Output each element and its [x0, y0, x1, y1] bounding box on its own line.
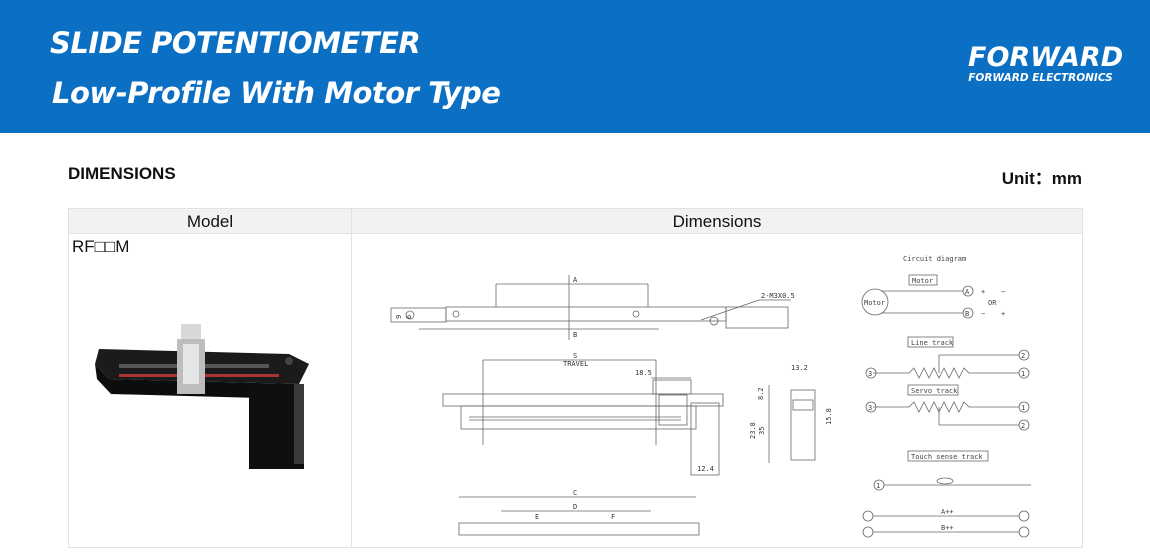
dim-label-35: 35	[758, 427, 766, 435]
circuit-diagram: Circuit diagram Motor Motor A B + − OR −…	[861, 255, 1031, 538]
a-plus-label: A++	[941, 508, 954, 516]
dim-label-s: S	[573, 352, 577, 360]
or-label: OR	[988, 299, 997, 307]
front-view: S TRAVEL 18.5 12.4 23.8 35 8.2	[442, 352, 770, 476]
dim-label-8-2: 8.2	[757, 387, 765, 400]
pin-number: 2	[1021, 352, 1025, 360]
dim-label-screw: 2-M3X0.5	[761, 292, 795, 300]
dim-label-d: D	[573, 503, 577, 511]
page-title: SLIDE POTENTIOMETER	[50, 26, 421, 60]
pin-a: A	[965, 288, 970, 296]
line-track-label: Line track	[911, 339, 954, 347]
dim-label-a: A	[573, 276, 578, 284]
circuit-title: Circuit diagram	[903, 255, 966, 263]
motor-heading: Motor	[912, 277, 933, 285]
pin-number: 2	[1021, 422, 1025, 430]
table-header: Model Dimensions	[69, 209, 1082, 234]
servo-track-label: Servo track	[911, 387, 958, 395]
dim-label-13-2: 13.2	[791, 364, 808, 372]
column-divider	[351, 209, 352, 547]
b-plus-label: B++	[941, 524, 954, 532]
pin-b: B	[965, 310, 969, 318]
motor-symbol-label: Motor	[864, 299, 885, 307]
brand-logo: FORWARD FORWARD ELECTRONICS	[968, 42, 1124, 85]
top-view: A B 2-M3X0.5 9 6	[390, 275, 795, 340]
logo-text: FORWARD	[968, 42, 1124, 73]
travel-label: TRAVEL	[563, 360, 588, 368]
section-title: DIMENSIONS	[68, 164, 176, 183]
dim-label-23-8: 23.8	[749, 422, 757, 439]
unit-label: Unit：mm	[1001, 169, 1082, 188]
dimension-drawing: A B 2-M3X0.5 9 6 S TRAVEL 18.5 12.4 23.8…	[390, 255, 1031, 538]
page-subtitle: Low-Profile With Motor Type	[52, 76, 501, 110]
column-header-dimensions: Dimensions	[672, 212, 762, 231]
model-name: RF□□M	[72, 237, 130, 256]
dim-label-18-5: 18.5	[635, 369, 652, 377]
dim-label-f: F	[611, 513, 615, 521]
dim-label-6: 6	[405, 315, 413, 319]
pin-number: 3	[868, 370, 872, 378]
product-photo	[95, 324, 309, 469]
polarity: +	[1001, 310, 1005, 318]
pin-number: 1	[1021, 370, 1025, 378]
logo-subtext: FORWARD ELECTRONICS	[968, 72, 1113, 84]
dim-label-12-4: 12.4	[697, 465, 714, 473]
column-header-model: Model	[186, 212, 234, 231]
dim-label-e: E	[535, 513, 539, 521]
dim-label-15-8: 15.8	[825, 408, 833, 425]
polarity: −	[981, 310, 985, 318]
header-banner: SLIDE POTENTIOMETER Low-Profile With Mot…	[0, 0, 1150, 133]
bottom-view: C D E F	[458, 489, 700, 536]
polarity: +	[981, 288, 985, 296]
pin-number: 1	[1021, 404, 1025, 412]
dim-label-9: 9	[395, 315, 403, 319]
dimensions-table: Model Dimensions RF□□M A B 2-M3X0.5	[68, 208, 1083, 548]
side-view: 13.2 15.8	[790, 364, 833, 461]
pin-number: 3	[868, 404, 872, 412]
touch-track-label: Touch sense track	[911, 453, 983, 461]
polarity: −	[1001, 288, 1005, 296]
dim-label-c: C	[573, 489, 577, 497]
dim-label-b: B	[573, 331, 577, 339]
pin-number: 1	[876, 482, 880, 490]
